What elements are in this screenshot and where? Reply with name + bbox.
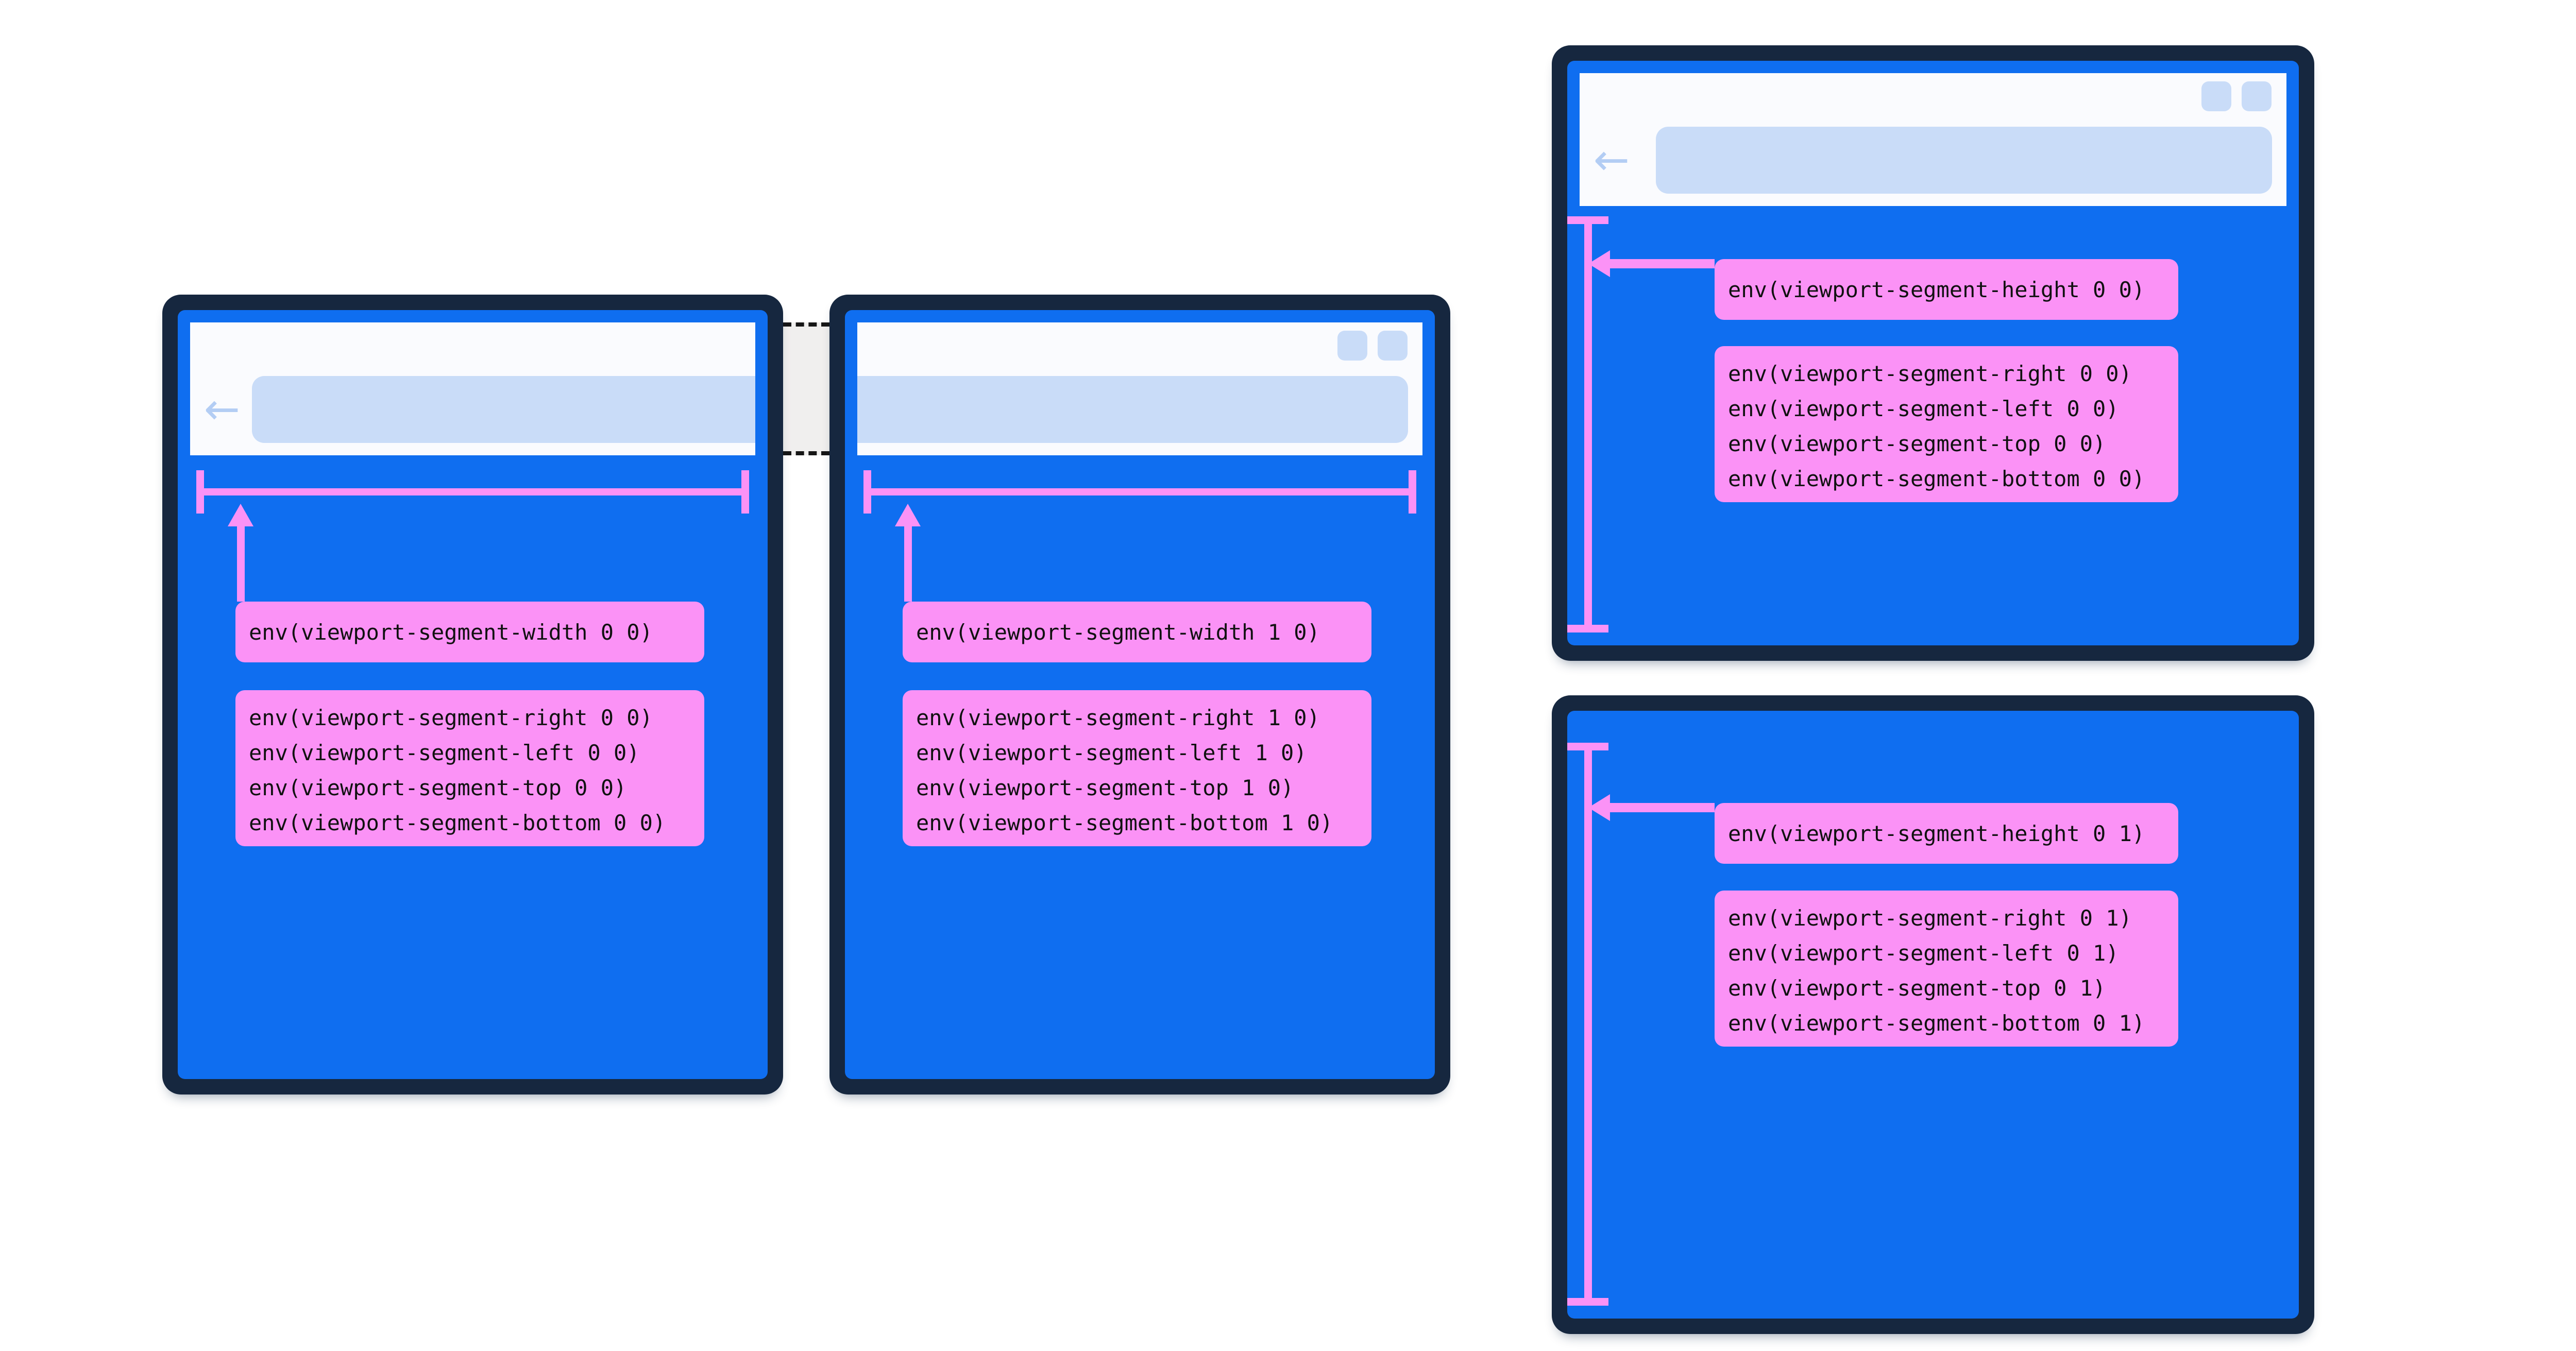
- ruler-end-cap-right: [741, 470, 749, 514]
- address-bar: [1656, 127, 2272, 194]
- address-bar: [252, 376, 755, 443]
- env-value-line: env(viewport-segment-right 0 0): [249, 705, 653, 730]
- env-value-line: env(viewport-segment-bottom 0 0): [249, 810, 666, 835]
- fold-hinge-band: [783, 322, 829, 455]
- env-values-group: env(viewport-segment-right 1 0) env(view…: [903, 690, 1371, 846]
- ruler-end-cap-top: [1567, 743, 1608, 750]
- width-measurement-ruler: [196, 470, 749, 514]
- width-measurement-ruler: [863, 470, 1416, 514]
- env-value-line: env(viewport-segment-right 1 0): [916, 705, 1320, 730]
- browser-chrome: [857, 322, 1422, 455]
- ruler-end-cap-bottom: [1567, 625, 1608, 632]
- env-value-line: env(viewport-segment-top 1 0): [916, 775, 1294, 800]
- ruler-end-cap-bottom: [1567, 1298, 1608, 1306]
- env-values-group: env(viewport-segment-right 0 1) env(view…: [1715, 891, 2178, 1047]
- env-value-line: env(viewport-segment-left 0 0): [249, 740, 640, 765]
- env-width-label: env(viewport-segment-width 1 0): [903, 602, 1371, 662]
- env-height-label: env(viewport-segment-height 0 0): [1715, 259, 2178, 320]
- arrow-head: [1588, 794, 1610, 821]
- ruler-end-cap-right: [1409, 470, 1416, 514]
- connector-arrow-up: [228, 504, 253, 602]
- env-width-label: env(viewport-segment-width 0 0): [235, 602, 704, 662]
- ruler-end-cap-left: [863, 470, 871, 514]
- ruler-line: [1584, 743, 1592, 1306]
- arrow-shaft: [1607, 259, 1715, 268]
- window-control-icon: [2242, 81, 2272, 111]
- back-arrow-icon: ←: [1593, 134, 1630, 185]
- ruler-end-cap-left: [196, 470, 204, 514]
- browser-chrome: ←: [190, 322, 755, 455]
- connector-arrow-left: [1588, 794, 1715, 821]
- env-values-group: env(viewport-segment-right 0 0) env(view…: [235, 690, 704, 846]
- env-value-line: env(viewport-segment-bottom 0 0): [1728, 466, 2145, 491]
- env-value-line: env(viewport-segment-right 0 1): [1728, 905, 2132, 931]
- device-frame-vertical-segment-1: env(viewport-segment-height 0 1) env(vie…: [1552, 695, 2314, 1334]
- env-value-line: env(viewport-segment-bottom 1 0): [916, 810, 1333, 835]
- address-bar: [857, 376, 1408, 443]
- arrow-shaft: [237, 524, 245, 602]
- arrow-shaft: [904, 524, 912, 602]
- device-frame-horizontal-segment-1: env(viewport-segment-width 1 0) env(view…: [829, 295, 1450, 1095]
- back-arrow-icon: ←: [204, 384, 241, 434]
- device-frame-horizontal-segment-0: ← env(viewport-segment-width 0 0) env(vi…: [162, 295, 783, 1095]
- env-value-line: env(viewport-segment-right 0 0): [1728, 361, 2132, 386]
- viewport-screen: ← env(viewport-segment-width 0 0) env(vi…: [178, 310, 768, 1079]
- env-value-line: env(viewport-segment-bottom 0 1): [1728, 1011, 2145, 1036]
- env-value-line: env(viewport-segment-top 0 0): [249, 775, 627, 800]
- arrow-head: [1588, 250, 1610, 277]
- arrow-head: [895, 504, 921, 526]
- device-frame-vertical-segment-0: ← env(viewport-segment-height 0 0) env(v…: [1552, 45, 2314, 661]
- env-value-line: env(viewport-segment-top 0 1): [1728, 976, 2106, 1001]
- env-height-label: env(viewport-segment-height 0 1): [1715, 803, 2178, 864]
- viewport-screen: ← env(viewport-segment-height 0 0) env(v…: [1567, 61, 2299, 645]
- env-values-group: env(viewport-segment-right 0 0) env(view…: [1715, 346, 2178, 502]
- height-measurement-ruler: [1567, 216, 1608, 632]
- arrow-shaft: [1607, 803, 1715, 812]
- connector-arrow-up: [895, 504, 921, 602]
- viewport-screen: env(viewport-segment-width 1 0) env(view…: [845, 310, 1435, 1079]
- env-value-line: env(viewport-segment-top 0 0): [1728, 431, 2106, 456]
- window-control-icon: [1337, 331, 1367, 361]
- connector-arrow-left: [1588, 250, 1715, 277]
- ruler-line: [863, 488, 1416, 495]
- ruler-line: [1584, 216, 1592, 632]
- arrow-head: [228, 504, 253, 526]
- window-control-icon: [2201, 81, 2231, 111]
- browser-chrome: ←: [1580, 73, 2286, 206]
- env-value-line: env(viewport-segment-left 0 0): [1728, 396, 2119, 421]
- env-value-line: env(viewport-segment-left 1 0): [916, 740, 1307, 765]
- ruler-line: [196, 488, 749, 495]
- height-measurement-ruler: [1567, 743, 1608, 1306]
- viewport-screen: env(viewport-segment-height 0 1) env(vie…: [1567, 711, 2299, 1319]
- ruler-end-cap-top: [1567, 216, 1608, 224]
- window-control-icon: [1378, 331, 1408, 361]
- env-value-line: env(viewport-segment-left 0 1): [1728, 940, 2119, 966]
